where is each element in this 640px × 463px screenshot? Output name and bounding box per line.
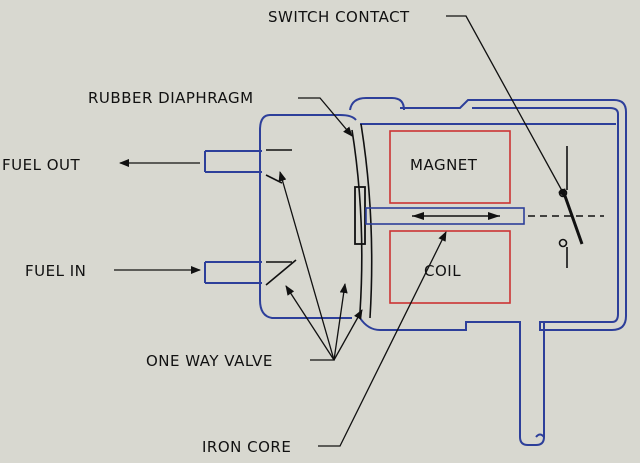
- solenoid-housing: [400, 99, 627, 331]
- housing-bottom: [359, 317, 521, 331]
- rubber-diaphragm-label: RUBBER DIAPHRAGM: [88, 89, 254, 107]
- coil-label: COIL: [424, 262, 461, 280]
- switch-contact-label: SWITCH CONTACT: [268, 8, 410, 26]
- fuel-out-label: FUEL OUT: [2, 156, 80, 174]
- coil-box: [389, 230, 511, 304]
- fuel-in-label: FUEL IN: [25, 262, 86, 280]
- pump-chamber-outline: [259, 114, 352, 319]
- tube-tip: [535, 433, 545, 438]
- iron-core-label: IRON CORE: [202, 438, 291, 456]
- electrical-tube: [519, 322, 545, 446]
- fuel-ports: [204, 150, 262, 284]
- diaphragm-collar: [349, 97, 405, 111]
- iron-core: [365, 207, 604, 225]
- leader-lines: [114, 15, 567, 447]
- pump-chamber-top: [270, 114, 357, 121]
- switch-contact: [558, 146, 584, 268]
- rubber-diaphragm: [351, 123, 373, 319]
- pump-housing: [259, 97, 627, 446]
- magnet-label: MAGNET: [410, 156, 478, 174]
- magnet-box: [389, 130, 511, 204]
- one-way-valve-label: ONE WAY VALVE: [146, 352, 273, 370]
- one-way-valves: [265, 149, 297, 286]
